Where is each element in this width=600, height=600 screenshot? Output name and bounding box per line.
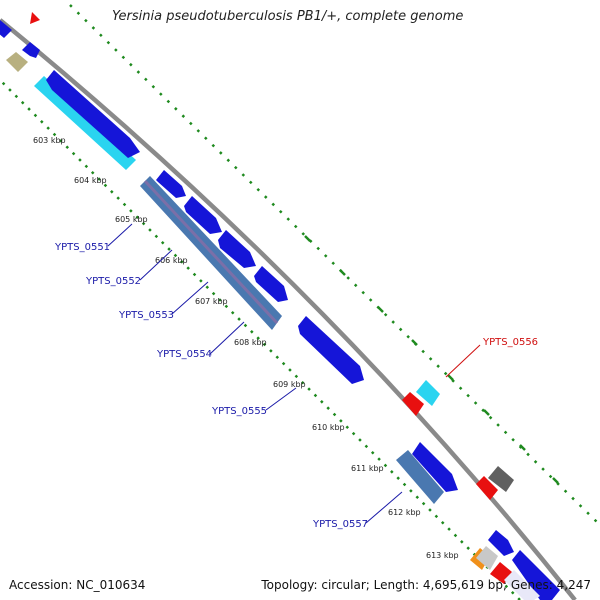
red-gene-feature: [476, 476, 498, 500]
blue-gene-feature: [46, 70, 140, 158]
leader-line: [107, 223, 133, 247]
blue-gene-feature: [412, 442, 458, 492]
blue-gene-feature: [0, 20, 12, 38]
gene-label-ypts-0557: YPTS_0557: [312, 519, 368, 530]
red-gene-feature: [402, 392, 424, 416]
gene-label-ypts-0555: YPTS_0555: [211, 406, 267, 417]
gene-label-ypts-0551: YPTS_0551: [54, 242, 110, 253]
tick-labels: 603 kbp 604 kbp 605 kbp 606 kbp 607 kbp …: [33, 136, 459, 560]
leader-line: [209, 321, 245, 355]
accession-text: Accession: NC_010634: [9, 578, 146, 592]
blue-gene-feature: [156, 170, 186, 198]
olive-gene-feature: [6, 52, 28, 72]
gene-leader-lines: [107, 223, 481, 524]
tick-label: 611 kbp: [351, 464, 384, 473]
steel-gene-feature: [396, 450, 444, 504]
tick-label: 610 kbp: [312, 423, 345, 432]
tick-label: 613 kbp: [426, 551, 459, 560]
blue-gene-feature: [184, 196, 222, 234]
leader-line: [171, 281, 209, 315]
blue-gene-feature: [22, 42, 40, 58]
leader-line: [365, 491, 403, 524]
leader-line: [445, 344, 481, 378]
blue-gene-feature: [488, 530, 514, 556]
gray-gene-feature: [488, 466, 514, 492]
outer-dash-marks: [304, 235, 559, 484]
tick-label: 603 kbp: [33, 136, 66, 145]
gene-label-ypts-0554: YPTS_0554: [156, 349, 212, 360]
tick-label: 607 kbp: [195, 297, 228, 306]
cyan-gene-feature: [416, 380, 440, 406]
blue-gene-feature: [218, 230, 256, 268]
red-gene-feature: [30, 12, 40, 24]
tick-label: 604 kbp: [74, 176, 107, 185]
lavender-gene-feature: [504, 570, 540, 600]
inner-dotted-track: [0, 78, 521, 600]
leader-line: [265, 387, 297, 411]
genome-backbone: [0, 18, 577, 600]
genome-title: Yersinia pseudotuberculosis PB1/+, compl…: [112, 9, 464, 24]
gene-features: [0, 12, 560, 600]
tick-label: 609 kbp: [273, 380, 306, 389]
gene-label-ypts-0552: YPTS_0552: [85, 276, 141, 287]
tick-label: 608 kbp: [234, 338, 267, 347]
blue-gene-feature: [254, 266, 288, 302]
cyan-gene-feature: [34, 76, 136, 170]
blue-gene-feature: [298, 316, 364, 384]
gene-labels: YPTS_0551 YPTS_0552 YPTS_0553 YPTS_0554 …: [54, 242, 538, 530]
gene-label-ypts-0553: YPTS_0553: [118, 310, 174, 321]
olive-gene-feature: [476, 546, 498, 570]
strand-separator: [143, 179, 279, 325]
genome-summary-text: Topology: circular; Length: 4,695,619 bp…: [261, 578, 591, 592]
leader-line: [139, 249, 173, 281]
blue-gene-feature: [512, 550, 560, 600]
gene-label-ypts-0556: YPTS_0556: [482, 337, 538, 348]
tick-label: 606 kbp: [155, 256, 188, 265]
tick-label: 612 kbp: [388, 508, 421, 517]
tick-label: 605 kbp: [115, 215, 148, 224]
